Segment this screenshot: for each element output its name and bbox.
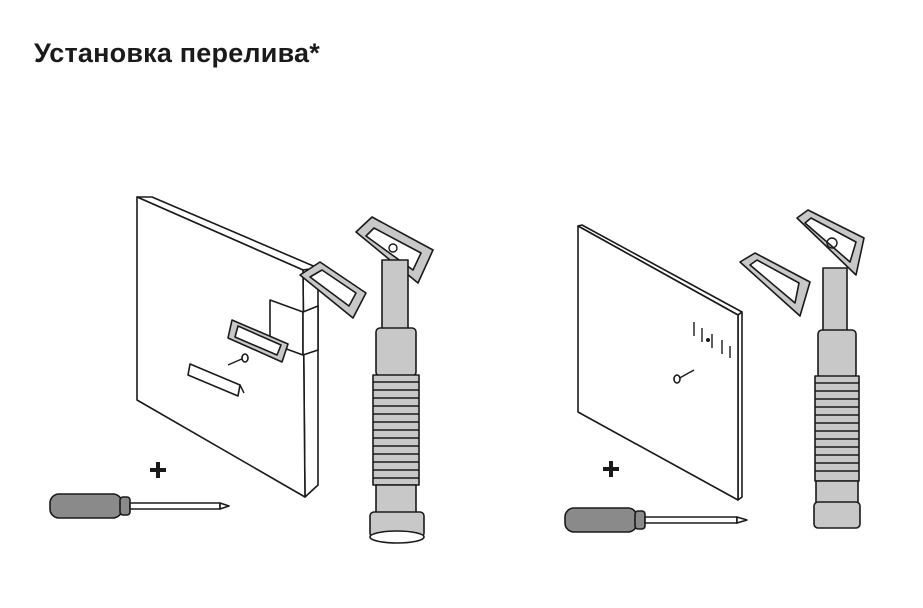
screw-icon	[227, 353, 249, 366]
screw-icon	[673, 369, 695, 384]
gasket	[299, 261, 367, 319]
overflow-assembly-right	[796, 209, 865, 529]
page-title: Установка перелива*	[34, 38, 320, 68]
overflow-frame-inner	[227, 319, 289, 363]
gasket	[739, 252, 811, 317]
plus-icon	[603, 461, 619, 477]
screwdriver-icon	[49, 493, 230, 519]
overflow-assembly-left	[355, 216, 434, 544]
thick-panel	[136, 196, 319, 498]
plus-icon	[150, 462, 166, 478]
screwdriver-icon	[564, 507, 748, 533]
cover-plate	[187, 363, 245, 397]
thin-panel	[577, 224, 743, 501]
